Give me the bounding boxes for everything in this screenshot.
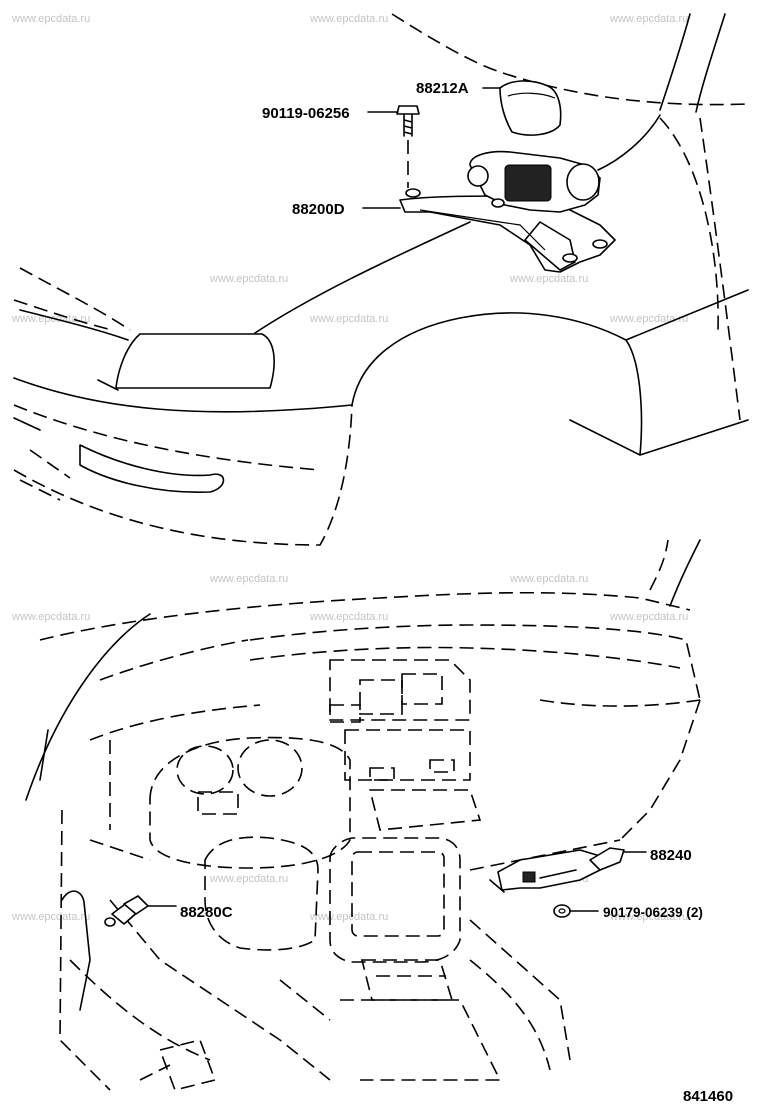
watermark: www.epcdata.ru: [609, 13, 688, 25]
callout-88212A: 88212A: [416, 80, 469, 97]
watermark: www.epcdata.ru: [209, 873, 288, 885]
car-front-outline: [13, 13, 749, 546]
watermark: www.epcdata.ru: [309, 13, 388, 25]
watermark: www.epcdata.ru: [11, 911, 90, 923]
watermark: www.epcdata.ru: [209, 573, 288, 585]
callout-labels: 88212A 90119-06256 88200D 88240 88280C 9…: [180, 80, 733, 1105]
watermark: www.epcdata.ru: [11, 13, 90, 25]
watermark: www.epcdata.ru: [309, 611, 388, 623]
callout-88280C: 88280C: [180, 904, 233, 921]
nut-90179: [553, 904, 599, 918]
bolt-90119: [396, 105, 420, 188]
dashboard-outline: [25, 539, 701, 1091]
watermark: www.epcdata.ru: [309, 911, 388, 923]
wiper-motor-assembly: [399, 150, 616, 273]
watermark: www.epcdata.ru: [11, 611, 90, 623]
callout-90179-06239: 90179-06239 (2): [603, 905, 703, 920]
watermark: www.epcdata.ru: [209, 273, 288, 285]
control-unit-88240: [489, 847, 647, 893]
callout-88200D: 88200D: [292, 201, 345, 218]
leader-lines-top: [362, 87, 501, 209]
motor-cover: [499, 80, 562, 136]
figure-number: 841460: [683, 1088, 733, 1105]
watermark: www.epcdata.ru: [509, 273, 588, 285]
callout-90119-06256: 90119-06256: [262, 105, 350, 122]
callout-88240: 88240: [650, 847, 692, 864]
sensor-88280c: [104, 895, 177, 927]
watermark: www.epcdata.ru: [309, 313, 388, 325]
watermark: www.epcdata.ru: [509, 573, 588, 585]
watermark: www.epcdata.ru: [609, 611, 688, 623]
watermark: www.epcdata.ru: [609, 911, 688, 923]
watermark: www.epcdata.ru: [11, 313, 90, 325]
